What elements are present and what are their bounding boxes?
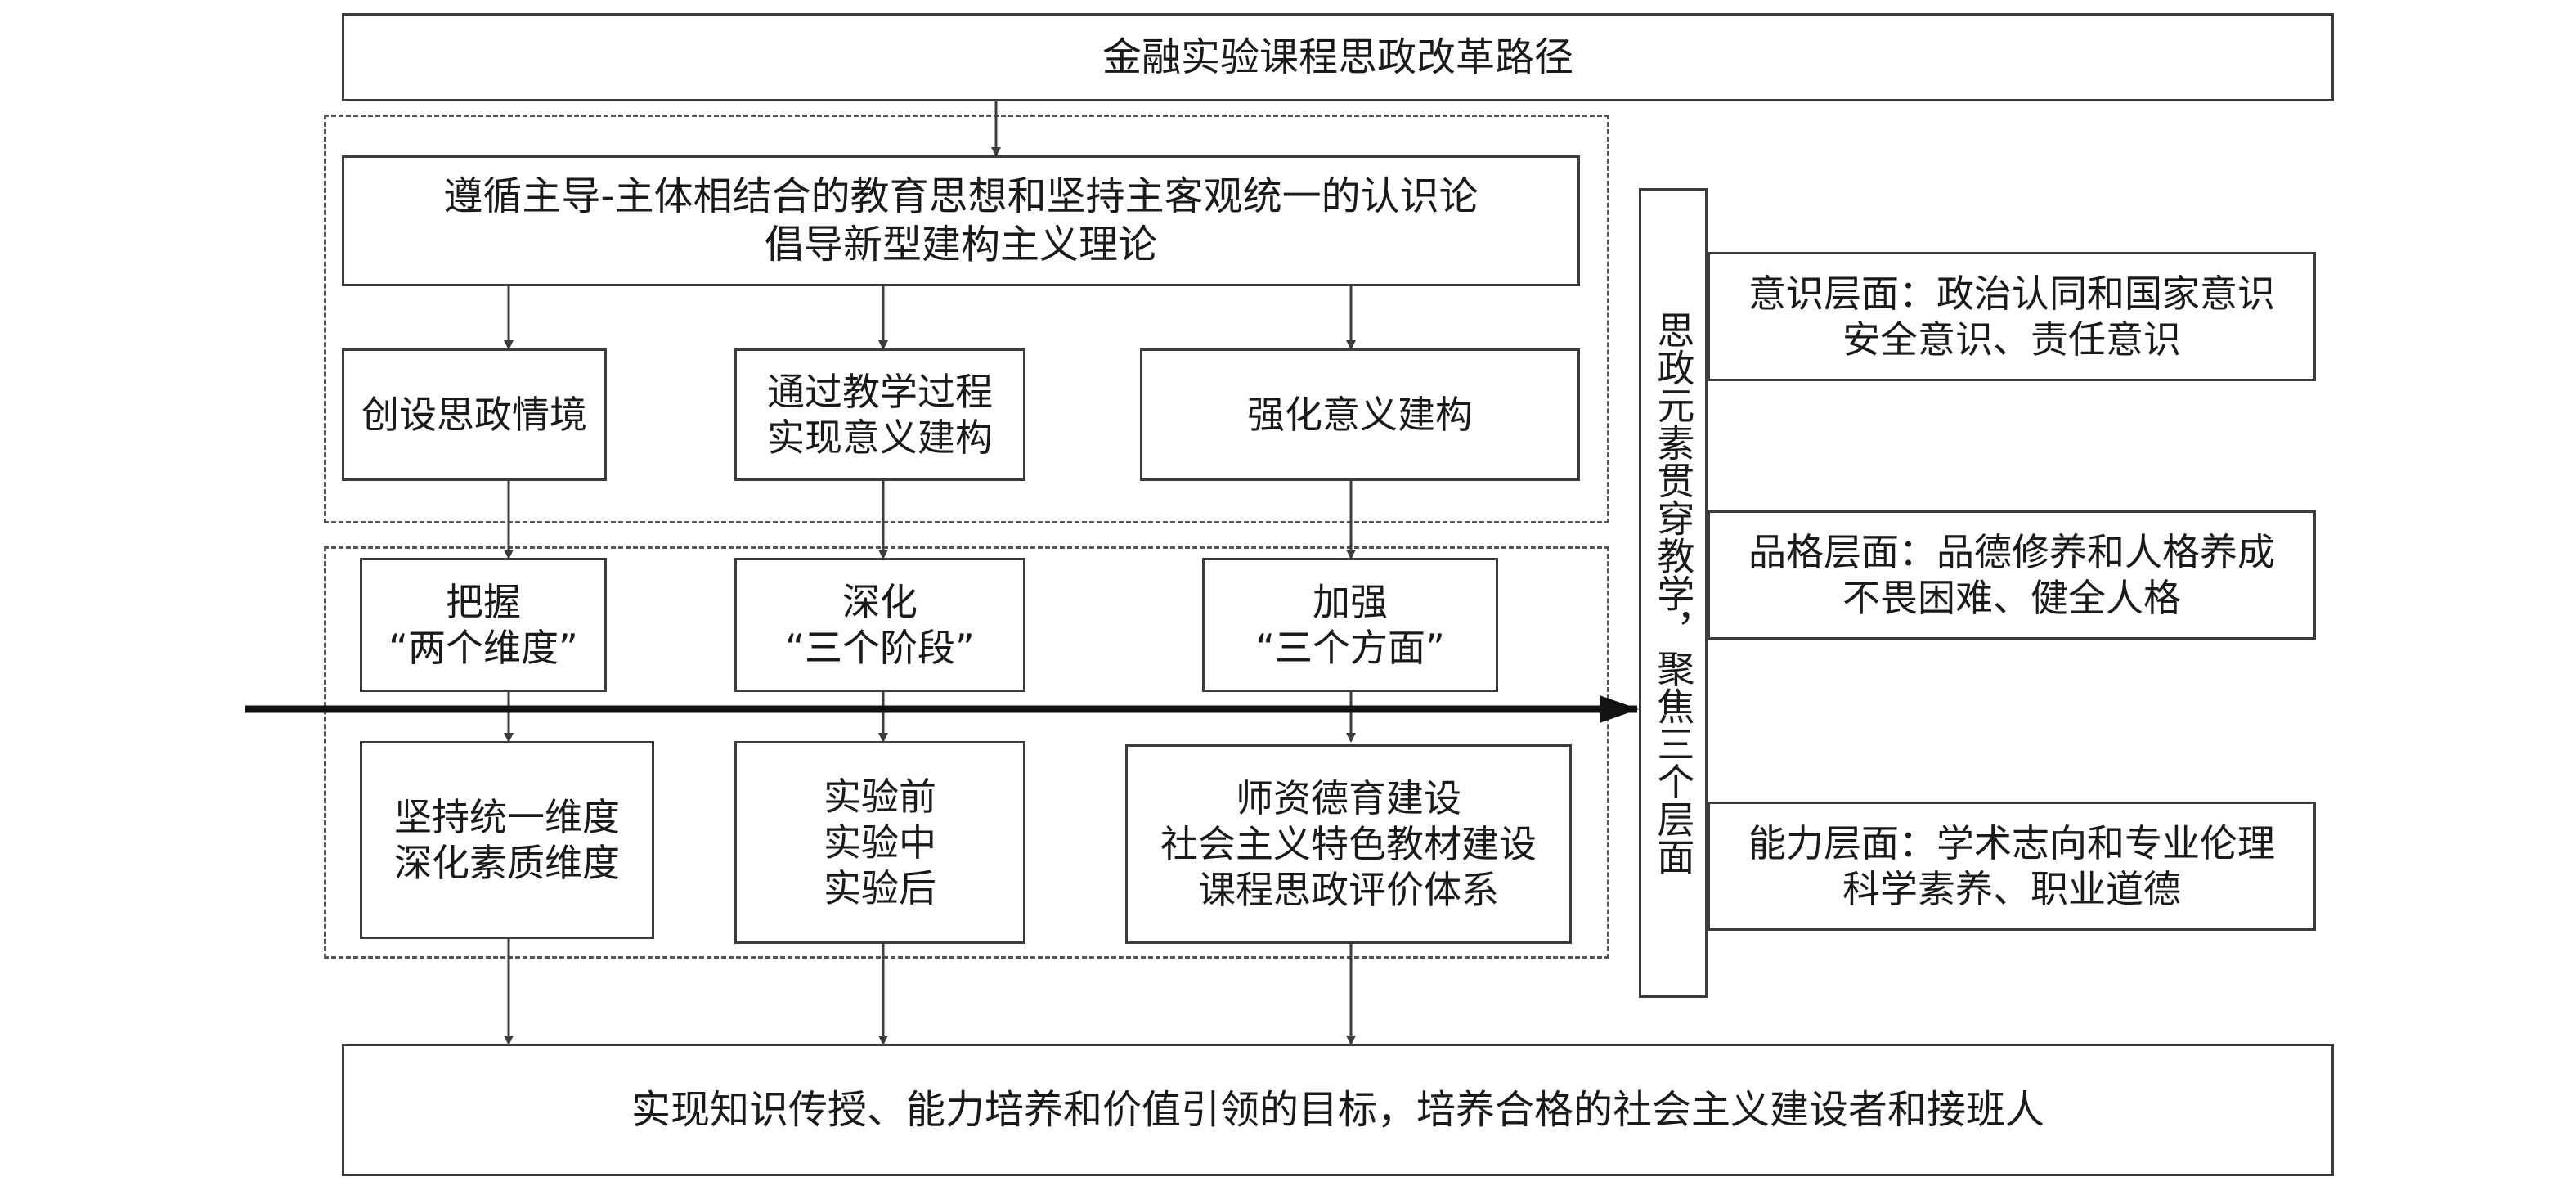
focus-1-line-1: 把握 [446, 579, 521, 624]
theory-line-2: 倡导新型建构主义理论 [764, 222, 1157, 267]
level-awareness-line-1: 意识层面：政治认同和国家意识 [1748, 271, 2275, 316]
level-character-line-1: 品格层面：品德修养和人格养成 [1748, 529, 2275, 574]
focus-2-line-2: “三个阶段” [785, 626, 975, 670]
theory-box: 遵循主导-主体相结合的教育思想和坚持主客观统一的认识论 倡导新型建构主义理论 [342, 155, 1580, 286]
method-3-line-1: 强化意义建构 [1247, 392, 1473, 437]
level-character-line-2: 不畏困难、健全人格 [1842, 576, 2181, 620]
detail-box-2: 实验前 实验中 实验后 [734, 741, 1025, 944]
detail-3-line-3: 课程思政评价体系 [1198, 868, 1499, 913]
method-box-2: 通过教学过程 实现意义建构 [734, 348, 1025, 481]
diagram-title-text: 金融实验课程思政改革路径 [1102, 34, 1573, 80]
vertical-theme-box: 思政元素贯穿教学，聚焦三个层面 [1639, 188, 1708, 998]
detail-3-line-1: 师资德育建设 [1236, 775, 1461, 820]
method-2-line-1: 通过教学过程 [767, 369, 993, 414]
detail-1-line-2: 深化素质维度 [394, 841, 620, 885]
focus-2-line-1: 深化 [842, 579, 918, 624]
theory-line-1: 遵循主导-主体相结合的教育思想和坚持主客观统一的认识论 [443, 173, 1479, 220]
level-awareness-line-2: 安全意识、责任意识 [1842, 317, 2181, 362]
detail-box-3: 师资德育建设 社会主义特色教材建设 课程思政评价体系 [1125, 744, 1572, 944]
focus-3-line-2: “三个方面” [1255, 626, 1445, 670]
focus-1-line-2: “两个维度” [388, 626, 578, 670]
goal-box: 实现知识传授、能力培养和价值引领的目标，培养合格的社会主义建设者和接班人 [342, 1044, 2334, 1176]
theory-group-dashed-frame [324, 115, 1609, 523]
focus-box-2: 深化 “三个阶段” [734, 558, 1025, 692]
level-box-ability: 能力层面：学术志向和专业伦理 科学素养、职业道德 [1708, 802, 2316, 931]
method-2-line-2: 实现意义建构 [767, 416, 993, 460]
detail-2-line-2: 实验中 [824, 820, 936, 865]
focus-box-1: 把握 “两个维度” [360, 558, 607, 692]
level-ability-line-1: 能力层面：学术志向和专业伦理 [1748, 820, 2275, 865]
diagram-title: 金融实验课程思政改革路径 [342, 13, 2334, 101]
detail-1-line-1: 坚持统一维度 [394, 794, 620, 839]
focus-box-3: 加强 “三个方面” [1202, 558, 1498, 692]
goal-text: 实现知识传授、能力培养和价值引领的目标，培养合格的社会主义建设者和接班人 [631, 1086, 2044, 1133]
detail-2-line-1: 实验前 [824, 774, 936, 819]
level-box-awareness: 意识层面：政治认同和国家意识 安全意识、责任意识 [1708, 252, 2316, 381]
detail-3-line-2: 社会主义特色教材建设 [1160, 821, 1537, 866]
method-box-3: 强化意义建构 [1140, 348, 1580, 481]
detail-2-line-3: 实验后 [824, 866, 936, 911]
practice-group-dashed-frame [324, 546, 1609, 959]
vertical-theme-text: 思政元素贯穿教学，聚焦三个层面 [1651, 311, 1696, 875]
method-box-1: 创设思政情境 [342, 348, 607, 481]
level-ability-line-2: 科学素养、职业道德 [1842, 867, 2181, 911]
method-1-line-1: 创设思政情境 [361, 392, 587, 437]
focus-3-line-1: 加强 [1313, 579, 1388, 624]
level-box-character: 品格层面：品德修养和人格养成 不畏困难、健全人格 [1708, 510, 2316, 640]
detail-box-1: 坚持统一维度 深化素质维度 [360, 741, 654, 939]
